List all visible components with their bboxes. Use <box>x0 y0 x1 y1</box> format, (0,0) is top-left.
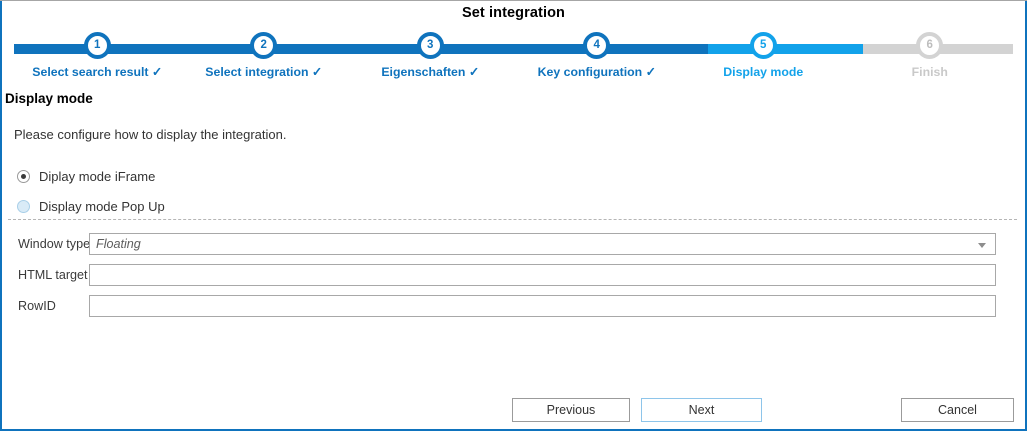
wizard-stepper: 1 Select search result ✓ 2 Select integr… <box>14 32 1013 84</box>
stepper-step-4[interactable]: 4 Key configuration ✓ <box>514 32 681 84</box>
next-button[interactable]: Next <box>641 398 762 422</box>
previous-button[interactable]: Previous <box>512 398 630 422</box>
cancel-button[interactable]: Cancel <box>901 398 1014 422</box>
step-label-1: Select search result ✓ <box>32 65 163 79</box>
radio-label-iframe: Diplay mode iFrame <box>39 169 156 184</box>
stepper-step-6: 6 Finish <box>847 32 1014 84</box>
settings-form: Window type Floating HTML target RowID <box>0 233 1027 326</box>
step-label-4: Key configuration ✓ <box>537 65 656 79</box>
label-window-type: Window type <box>18 237 91 251</box>
step-number-5: 5 <box>749 32 777 59</box>
step-number-6: 6 <box>916 32 944 59</box>
page-title: Set integration <box>461 5 565 21</box>
radio-icon-iframe[interactable] <box>17 170 30 183</box>
window-type-value: Floating <box>96 237 141 251</box>
section-intro-text: Please configure how to display the inte… <box>14 127 287 142</box>
radio-option-iframe[interactable]: Diplay mode iFrame <box>17 165 165 188</box>
step-label-6: Finish <box>911 65 948 79</box>
section-divider <box>8 219 1017 220</box>
label-html-target: HTML target <box>18 268 88 282</box>
stepper-step-1[interactable]: 1 Select search result ✓ <box>14 32 181 84</box>
step-number-4: 4 <box>583 32 611 59</box>
section-heading: Display mode <box>5 91 93 106</box>
left-accent-bar <box>0 1 2 429</box>
step-number-1: 1 <box>83 32 111 59</box>
stepper-step-3[interactable]: 3 Eigenschaften ✓ <box>347 32 514 84</box>
form-row-window-type: Window type Floating <box>0 233 1027 255</box>
label-rowid: RowID <box>18 299 56 313</box>
radio-option-popup[interactable]: Display mode Pop Up <box>17 195 165 218</box>
stepper-step-5[interactable]: 5 Display mode <box>680 32 847 84</box>
form-row-rowid: RowID <box>0 295 1027 317</box>
radio-label-popup: Display mode Pop Up <box>39 199 165 214</box>
html-target-input[interactable] <box>89 264 996 286</box>
step-label-3: Eigenschaften ✓ <box>381 65 480 79</box>
stepper-track-current <box>708 44 864 54</box>
form-row-html-target: HTML target <box>0 264 1027 286</box>
step-label-2: Select integration ✓ <box>205 65 323 79</box>
stepper-step-2[interactable]: 2 Select integration ✓ <box>181 32 348 84</box>
dialog-footer: Previous Next Cancel <box>0 398 1027 422</box>
display-mode-radio-group: Diplay mode iFrame Display mode Pop Up <box>17 165 165 225</box>
window-type-select[interactable]: Floating <box>89 233 996 255</box>
step-number-3: 3 <box>416 32 444 59</box>
radio-icon-popup[interactable] <box>17 200 30 213</box>
rowid-input[interactable] <box>89 295 996 317</box>
caret-down-icon[interactable] <box>978 243 986 248</box>
step-number-2: 2 <box>250 32 278 59</box>
stepper-track-done <box>14 44 709 54</box>
right-accent-bar <box>1025 1 1027 429</box>
step-label-5: Display mode <box>723 65 804 79</box>
